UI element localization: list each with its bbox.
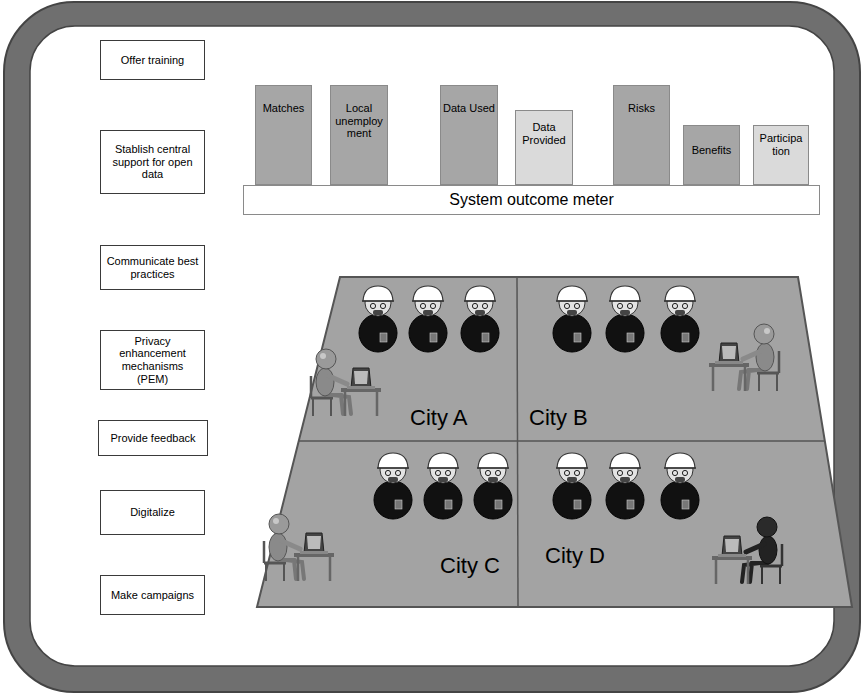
desk-worker — [712, 517, 782, 584]
worker-figure — [424, 453, 462, 519]
worker-figure — [553, 286, 591, 352]
outcome-bar: Matches — [255, 85, 312, 185]
desk-worker — [264, 514, 334, 581]
node-label: Communicate best practices — [105, 255, 200, 280]
city-region: City C — [257, 441, 517, 607]
node-label: Participa tion — [756, 132, 806, 157]
node-label: Risks — [628, 102, 655, 115]
desk-worker — [709, 324, 779, 391]
node-label: Stablish central support for open data — [105, 143, 200, 181]
worker-figure — [606, 453, 644, 519]
worker-figure — [661, 453, 699, 519]
city-region: City A — [300, 277, 517, 441]
node-label: Local unemploy ment — [333, 102, 385, 140]
city-label: City B — [529, 405, 588, 430]
outcome-bar: Data Provided — [515, 110, 573, 185]
city-label: City A — [410, 405, 467, 430]
node-label: Data Provided — [518, 121, 570, 146]
node-label: Privacy enhancement mechanisms (PEM) — [105, 335, 200, 386]
city-region: City B — [517, 277, 817, 441]
node-label: Make campaigns — [111, 589, 194, 602]
action-box: Privacy enhancement mechanisms (PEM) — [100, 330, 205, 390]
city-region: City D — [517, 441, 847, 607]
action-box: Digitalize — [100, 490, 205, 535]
desk-worker — [311, 349, 381, 416]
action-box: Stablish central support for open data — [100, 130, 205, 194]
city-divider — [299, 440, 825, 442]
action-box: Offer training — [100, 40, 205, 80]
worker-figure — [474, 453, 512, 519]
worker-figure — [359, 286, 397, 352]
city-divider — [517, 277, 518, 607]
worker-figure — [409, 286, 447, 352]
node-label: Matches — [263, 102, 305, 115]
outer-frame — [4, 2, 860, 692]
action-box: Communicate best practices — [100, 245, 205, 290]
worker-figure — [553, 453, 591, 519]
node-label: Provide feedback — [111, 432, 196, 445]
node-label: Benefits — [692, 144, 732, 157]
outcome-bar: Benefits — [683, 125, 740, 185]
outcome-meter: System outcome meter — [243, 185, 820, 215]
worker-figure — [374, 453, 412, 519]
city-plane — [257, 277, 852, 607]
node-label: Data Used — [443, 102, 495, 115]
worker-figure — [606, 286, 644, 352]
outcome-bar: Local unemploy ment — [330, 85, 388, 185]
node-label: Digitalize — [130, 506, 175, 519]
worker-figure — [661, 286, 699, 352]
worker-figure — [461, 286, 499, 352]
city-label: City D — [545, 543, 605, 568]
outcome-bar: Participa tion — [753, 125, 809, 185]
action-box: Provide feedback — [98, 420, 208, 456]
action-box: Make campaigns — [100, 575, 205, 615]
city-label: City C — [440, 553, 500, 578]
node-label: System outcome meter — [449, 191, 614, 209]
outcome-bar: Risks — [613, 85, 670, 185]
outcome-bar: Data Used — [440, 85, 498, 185]
node-label: Offer training — [121, 54, 184, 67]
